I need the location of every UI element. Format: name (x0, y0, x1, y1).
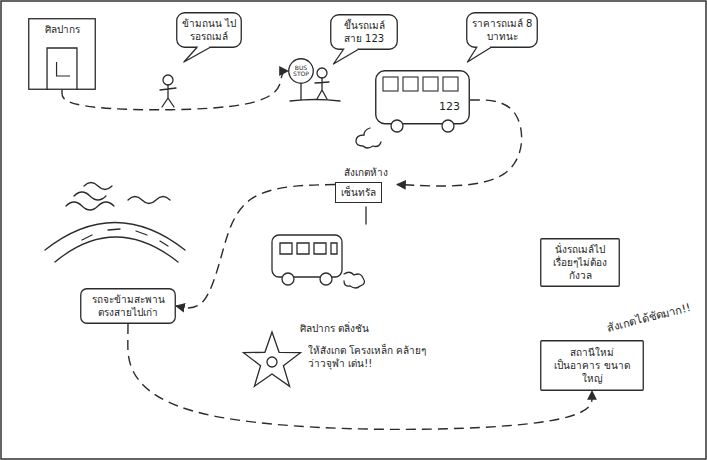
node-text: ข้ามถนน ไปรอรถเมล์ (181, 17, 237, 43)
star-sculpture (244, 332, 301, 386)
bus-body (376, 71, 470, 124)
place-note: ศิลปากร ตลิ่งชัน (300, 322, 410, 335)
mall-sign: สังเกตห้างเซ็นทรัล (335, 166, 397, 203)
bus-wheel (320, 273, 332, 285)
bridge-road (45, 223, 185, 251)
bus-wheel (282, 273, 294, 285)
landmark-note: ให้สังเกต โครงเหล็ก คล้ายๆ ว่าวจุฬา เด่น… (308, 344, 428, 370)
bubble-tail (333, 49, 358, 64)
building-wall (29, 19, 96, 90)
bus: 123 (375, 70, 470, 130)
speech-bubble: ราคารถเมล์ 8 บาทนะ (466, 12, 538, 48)
exclaim-note: สังเกตได้ชัดมาก!! (606, 299, 703, 336)
node-text: เป็นอาคาร ขนาดใหญ่ (545, 359, 639, 385)
node-text: สังเกตห้าง (335, 166, 397, 179)
node-text: รถจะข้ามสะพาน ตรงสายไปเก่า (84, 293, 172, 319)
bubble-border (467, 13, 538, 48)
exhaust-smoke (356, 128, 381, 148)
person-body (315, 78, 329, 99)
destination-box: สถานีใหม่เป็นอาคาร ขนาดใหญ่ (540, 340, 644, 391)
star-center (267, 357, 277, 367)
sign-post (365, 207, 366, 224)
note-box: นั่งรถเมล์ไป เรื่อยๆไม่ต้อง กังวล (540, 238, 620, 287)
building: ศิลปากร (28, 18, 96, 90)
box-border (541, 341, 644, 391)
speech-bubble-outline (330, 14, 398, 50)
note-box-outline (80, 288, 176, 324)
node-text: สถานีใหม่ (545, 346, 639, 359)
speech-bubble-outline (466, 12, 538, 48)
person-head (163, 75, 173, 85)
node-text: ศิลปากร (31, 23, 93, 36)
box-border (541, 239, 620, 287)
sign-border (289, 59, 314, 84)
bus-window (443, 77, 458, 91)
route-arrow (128, 324, 592, 429)
building-door (47, 48, 77, 90)
node-text: ขึ้นรถเมล์ สาย 123 (335, 19, 393, 45)
bus-wheel (442, 120, 454, 132)
bubble-border (177, 13, 242, 48)
bus-window (423, 77, 438, 91)
node-text: 123 (439, 100, 460, 114)
bus-drawing (272, 235, 342, 277)
heat-waves (66, 183, 170, 211)
bus-window (383, 77, 398, 91)
bus-stop-sign: BUS STOP (288, 58, 314, 84)
node-text: นั่งรถเมล์ไป เรื่อยๆไม่ต้อง กังวล (544, 243, 616, 282)
route-arrow (176, 185, 335, 308)
bus-window (403, 77, 418, 91)
exit-arrow (57, 62, 71, 76)
person-head (317, 68, 327, 78)
bus-windows (280, 243, 337, 254)
exhaust-smoke (344, 272, 364, 288)
bus-wheel (391, 120, 403, 132)
person-body (160, 85, 176, 107)
speech-bubble: ขึ้นรถเมล์ สาย 123 (330, 14, 398, 50)
node-text: BUS STOP (288, 65, 314, 78)
bus-stop-platform (290, 100, 340, 102)
speech-bubble-outline (176, 12, 242, 48)
bubble-border (331, 15, 398, 50)
bus-stop-pole (300, 84, 301, 100)
bridge-lane-marks (82, 229, 168, 246)
speech-bubble: ข้ามถนน ไปรอรถเมล์ (176, 12, 242, 48)
bubble-tail (184, 47, 210, 62)
sign-board-text: เซ็นทรัล (335, 182, 382, 203)
box-border (81, 289, 176, 324)
bubble-tail (467, 47, 491, 62)
node-text: ราคารถเมล์ 8 บาทนะ (471, 17, 533, 43)
note-box: รถจะข้ามสะพาน ตรงสายไปเก่า (80, 288, 176, 324)
